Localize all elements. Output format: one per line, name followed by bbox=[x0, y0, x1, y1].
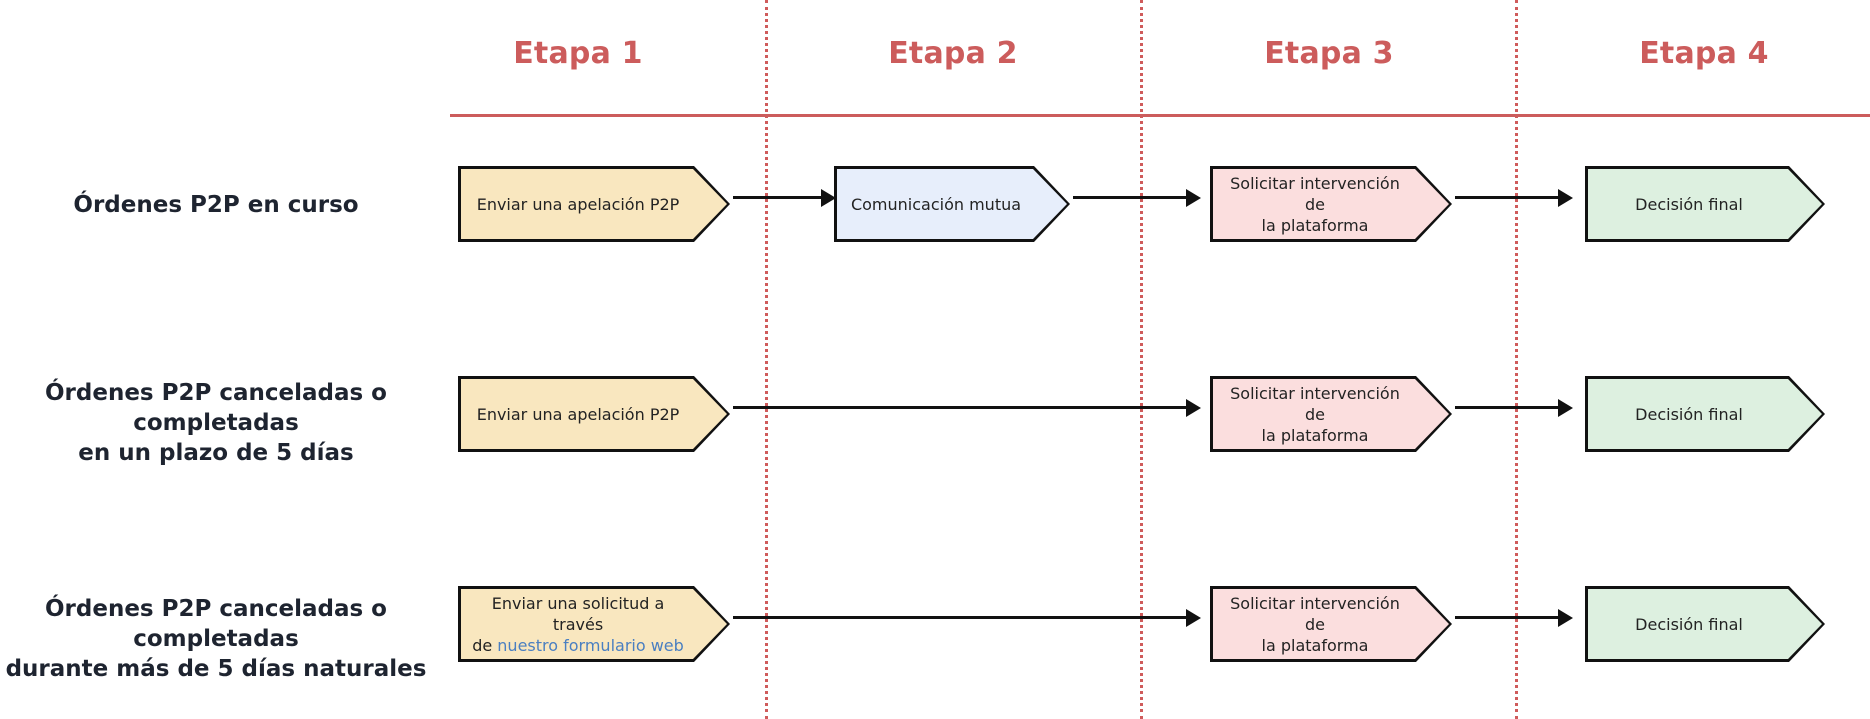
box-r1-stage2[interactable]: Comunicación mutua bbox=[834, 166, 1070, 242]
box-r2-stage4[interactable]: Decisión final bbox=[1585, 376, 1825, 452]
connector-r3-s1-s3 bbox=[733, 616, 1194, 619]
row-label-ongoing-text: Órdenes P2P en curso bbox=[73, 192, 359, 218]
box-r1-stage1[interactable]: Enviar una apelación P2P bbox=[458, 166, 730, 242]
box-r1-stage3-line1: Solicitar intervención de bbox=[1230, 173, 1400, 214]
stage-header-4: Etapa 4 bbox=[1584, 36, 1824, 71]
row-label-cancelled-over5d-line2: durante más de 5 días naturales bbox=[5, 656, 427, 682]
stage-header-1: Etapa 1 bbox=[458, 36, 698, 71]
box-r2-stage3-text: Solicitar intervención de la plataforma bbox=[1210, 376, 1452, 452]
row-label-ongoing: Órdenes P2P en curso bbox=[0, 190, 432, 220]
stage-header-1-label: Etapa 1 bbox=[513, 36, 643, 71]
row-label-cancelled-over5d: Órdenes P2P canceladas o completadas dur… bbox=[0, 594, 432, 684]
box-r1-stage2-fill bbox=[837, 169, 1067, 239]
box-r2-stage4-text: Decisión final bbox=[1585, 376, 1825, 452]
box-r3-stage3-fill bbox=[1213, 589, 1449, 659]
connector-r1-s2-s3 bbox=[1073, 196, 1194, 199]
web-form-link[interactable]: nuestro formulario web bbox=[497, 635, 684, 655]
header-rule bbox=[450, 114, 1870, 117]
box-r1-stage3-text: Solicitar intervención de la plataforma bbox=[1210, 166, 1452, 242]
box-r2-stage3[interactable]: Solicitar intervención de la plataforma bbox=[1210, 376, 1452, 452]
box-r2-stage3-line2: la plataforma bbox=[1261, 425, 1369, 445]
box-r3-stage1-text: Enviar una solicitud a través de nuestro… bbox=[458, 586, 730, 662]
connector-r1-s3-s4-arrowhead bbox=[1558, 189, 1573, 207]
box-r1-stage2-text: Comunicación mutua bbox=[834, 166, 1070, 242]
stage-header-2: Etapa 2 bbox=[833, 36, 1073, 71]
connector-r1-s2-s3-arrowhead bbox=[1186, 189, 1201, 207]
box-r1-stage3-line2: la plataforma bbox=[1261, 215, 1369, 235]
box-r1-stage4-fill bbox=[1588, 169, 1822, 239]
row-label-cancelled-5d-line2: en un plazo de 5 días bbox=[78, 440, 354, 466]
connector-r3-s3-s4 bbox=[1455, 616, 1566, 619]
box-r3-stage3-line1: Solicitar intervención de bbox=[1230, 593, 1400, 634]
connector-r2-s1-s3 bbox=[733, 406, 1194, 409]
row-label-cancelled-5d-line1: Órdenes P2P canceladas o completadas bbox=[44, 380, 387, 436]
box-r1-stage2-line1: Comunicación mutua bbox=[850, 194, 1022, 214]
box-r2-stage4-line1: Decisión final bbox=[1635, 404, 1743, 424]
box-r2-stage3-line1: Solicitar intervención de bbox=[1230, 383, 1400, 424]
box-r3-stage3[interactable]: Solicitar intervención de la plataforma bbox=[1210, 586, 1452, 662]
stage-header-3: Etapa 3 bbox=[1209, 36, 1449, 71]
box-r3-stage1-line1: Enviar una solicitud a través bbox=[491, 593, 665, 634]
stage-header-3-label: Etapa 3 bbox=[1264, 36, 1394, 71]
connector-r3-s1-s3-arrowhead bbox=[1186, 609, 1201, 627]
box-r1-stage4[interactable]: Decisión final bbox=[1585, 166, 1825, 242]
box-r2-stage1-fill bbox=[461, 379, 727, 449]
box-r3-stage1-fill bbox=[461, 589, 727, 659]
box-r1-stage4-line1: Decisión final bbox=[1635, 194, 1743, 214]
box-r3-stage1[interactable]: Enviar una solicitud a través de nuestro… bbox=[458, 586, 730, 662]
box-r3-stage4-line1: Decisión final bbox=[1635, 614, 1743, 634]
box-r1-stage3-fill bbox=[1213, 169, 1449, 239]
box-r2-stage4-fill bbox=[1588, 379, 1822, 449]
connector-r1-s1-s2 bbox=[733, 196, 829, 199]
box-r3-stage4-text: Decisión final bbox=[1585, 586, 1825, 662]
connector-r1-s3-s4 bbox=[1455, 196, 1566, 199]
box-r1-stage4-text: Decisión final bbox=[1585, 166, 1825, 242]
box-r2-stage1-text: Enviar una apelación P2P bbox=[458, 376, 730, 452]
stage-divider-1 bbox=[765, 0, 768, 719]
box-r3-stage1-line2-prefix: de bbox=[472, 635, 498, 655]
row-label-cancelled-5d: Órdenes P2P canceladas o completadas en … bbox=[0, 378, 432, 468]
box-r3-stage4-fill bbox=[1588, 589, 1822, 659]
box-r2-stage3-fill bbox=[1213, 379, 1449, 449]
stage-divider-2 bbox=[1140, 0, 1143, 719]
box-r3-stage3-text: Solicitar intervención de la plataforma bbox=[1210, 586, 1452, 662]
connector-r1-s1-s2-arrowhead bbox=[821, 189, 836, 207]
box-r3-stage3-line2: la plataforma bbox=[1261, 635, 1369, 655]
connector-r2-s3-s4 bbox=[1455, 406, 1566, 409]
box-r2-stage1-line1: Enviar una apelación P2P bbox=[476, 404, 680, 424]
stage-header-4-label: Etapa 4 bbox=[1639, 36, 1769, 71]
box-r1-stage3[interactable]: Solicitar intervención de la plataforma bbox=[1210, 166, 1452, 242]
stage-divider-3 bbox=[1515, 0, 1518, 719]
stage-header-2-label: Etapa 2 bbox=[888, 36, 1018, 71]
box-r1-stage1-fill bbox=[461, 169, 727, 239]
connector-r2-s1-s3-arrowhead bbox=[1186, 399, 1201, 417]
row-label-cancelled-over5d-line1: Órdenes P2P canceladas o completadas bbox=[44, 596, 387, 652]
connector-r2-s3-s4-arrowhead bbox=[1558, 399, 1573, 417]
box-r2-stage1[interactable]: Enviar una apelación P2P bbox=[458, 376, 730, 452]
box-r3-stage4[interactable]: Decisión final bbox=[1585, 586, 1825, 662]
box-r1-stage1-line1: Enviar una apelación P2P bbox=[476, 194, 680, 214]
connector-r3-s3-s4-arrowhead bbox=[1558, 609, 1573, 627]
box-r1-stage1-text: Enviar una apelación P2P bbox=[458, 166, 730, 242]
